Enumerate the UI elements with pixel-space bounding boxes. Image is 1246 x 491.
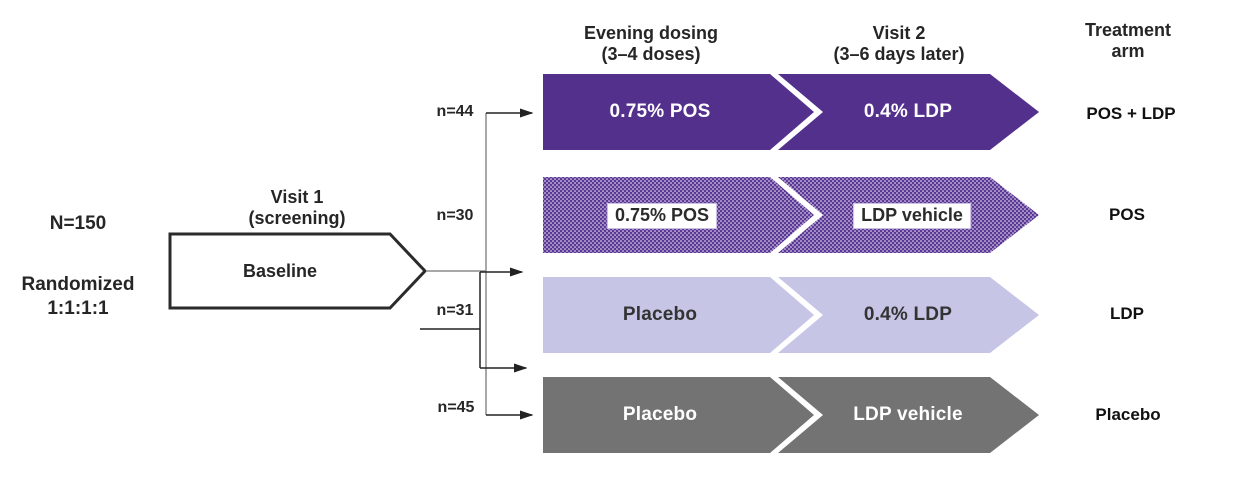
arm2-n-label: n=30 [436,207,474,224]
dosing-header-line1: Evening dosing [583,23,719,43]
visit1-header: Visit 1 (screening) [248,187,345,229]
dosing-header-line2: (3–4 doses) [601,44,701,64]
arm1-dose1-label: 0.75% POS [609,101,711,122]
arm3-dose2-label: 0.4% LDP [863,304,953,325]
arm3-name-label: LDP [1110,304,1144,323]
randomized-ratio: 1:1:1:1 [47,298,109,319]
arm2-dose1-label: 0.75% POS [606,203,718,229]
randomized-word: Randomized [21,274,135,295]
arm4-dose1-label: Placebo [622,404,698,425]
arm4-dose2-label: LDP vehicle [853,404,963,425]
arm4-dose1-chevron [543,377,814,453]
connector-branches [420,108,534,420]
column-header-visit2: Visit 2 (3–6 days later) [833,23,964,65]
column-header-arm: Treatment arm [1085,20,1171,62]
visit1-title: Visit 1 [270,187,324,207]
arm1-n-label: n=44 [436,103,474,120]
connector-trunk [426,113,487,415]
arm3-dose1-label: Placebo [622,304,698,325]
arm2-dose2-label: LDP vehicle [853,203,971,229]
arm-header-line1: Treatment [1084,20,1172,40]
randomized-label: Randomized 1:1:1:1 [22,273,135,321]
arm4-dose2-chevron [778,377,1039,453]
arm1-dose2-label: 0.4% LDP [863,101,953,122]
arm1-dose1-chevron [543,74,814,150]
total-enrolled-label: N=150 [49,213,107,234]
column-header-dosing: Evening dosing (3–4 doses) [584,23,718,65]
visit2-header-line2: (3–6 days later) [833,44,965,64]
arm4-n-label: n=45 [437,399,475,416]
arm3-n-label: n=31 [436,302,474,319]
arm-header-line2: arm [1111,41,1145,61]
baseline-pentagon [168,232,428,310]
arm3-dose1-chevron [543,277,814,353]
arm1-dose2-chevron [778,74,1039,150]
visit2-header-line1: Visit 2 [872,23,926,43]
visit1-subtitle: (screening) [248,208,346,228]
arm2-name-label: POS [1109,205,1145,224]
arm4-name-label: Placebo [1095,405,1161,424]
arm1-name-label: POS + LDP [1086,104,1176,123]
baseline-box-label: Baseline [242,261,318,281]
arm3-dose2-chevron [778,277,1039,353]
